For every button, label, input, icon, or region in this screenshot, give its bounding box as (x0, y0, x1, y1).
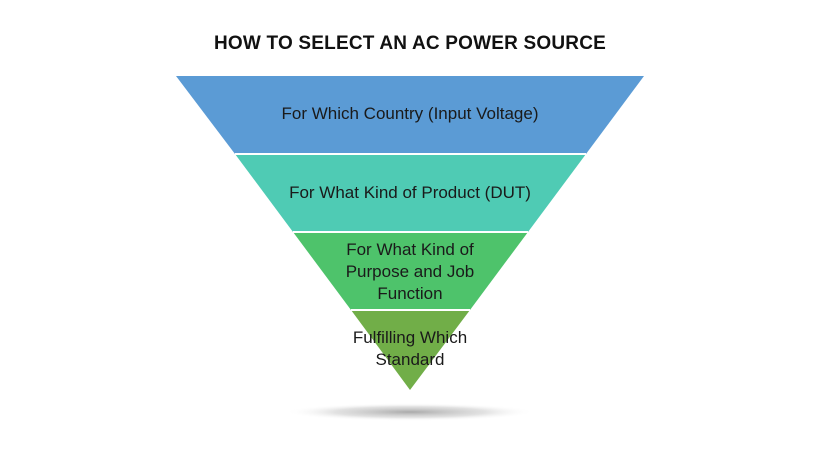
funnel-layer-1 (176, 76, 644, 154)
diagram-title: HOW TO SELECT AN AC POWER SOURCE (213, 33, 607, 54)
layer-label-product: For What Kind of Product (DUT) (289, 183, 531, 202)
layer-label-purpose: For What Kind of Purpose and Job Functio… (345, 240, 475, 303)
funnel-layer-3 (293, 232, 528, 310)
layer-label-country: For Which Country (Input Voltage) (281, 104, 539, 123)
funnel-shadow (285, 403, 535, 421)
funnel-layer-4 (351, 310, 470, 390)
funnel-layer-2 (235, 154, 586, 232)
layer-label-standard: Fulfilling Which Standard (352, 328, 468, 369)
